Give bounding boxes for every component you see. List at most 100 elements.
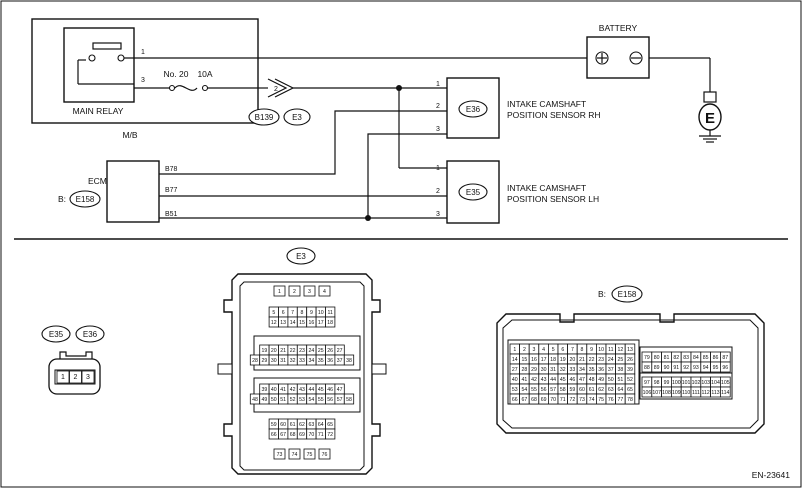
svg-text:12: 12 xyxy=(271,320,277,326)
e3-pin: 61 xyxy=(287,418,298,430)
e3-pin: 25 xyxy=(315,344,326,356)
e3-pin: 65 xyxy=(325,418,336,430)
e158-pin: 64 xyxy=(615,383,626,395)
e158-pin: 61 xyxy=(586,383,597,395)
svg-text:68: 68 xyxy=(531,397,537,403)
e158-pin: 19 xyxy=(557,353,569,365)
svg-text:88: 88 xyxy=(644,365,650,371)
e158-pin: 22 xyxy=(586,353,597,365)
e3-pin: 1 xyxy=(273,285,286,297)
e158-pin: 31 xyxy=(548,363,559,375)
e158-pin: 33 xyxy=(567,363,578,375)
svg-text:90: 90 xyxy=(664,365,670,371)
svg-text:43: 43 xyxy=(541,377,547,383)
svg-text:18: 18 xyxy=(550,357,556,363)
e3-pin: 8 xyxy=(296,306,308,318)
e158-pin: 76 xyxy=(605,393,617,405)
svg-text:74: 74 xyxy=(589,397,595,403)
e158-pin: 100 xyxy=(671,376,682,388)
e158-pin: 23 xyxy=(596,353,607,365)
e158-pin: 37 xyxy=(605,363,617,375)
svg-text:100: 100 xyxy=(672,380,681,386)
e3-pin: 6 xyxy=(278,306,289,318)
e158-pin: 5 xyxy=(548,343,559,355)
ground-symbol: E xyxy=(698,91,722,143)
fuse-rating: 10A xyxy=(197,69,212,79)
svg-text:46: 46 xyxy=(327,387,333,393)
svg-text:23: 23 xyxy=(598,357,604,363)
e3-pin: 63 xyxy=(306,418,317,430)
e158-pin: 108 xyxy=(661,386,672,398)
svg-text:11: 11 xyxy=(328,310,333,316)
e3-pin: 13 xyxy=(278,316,289,328)
svg-text:19: 19 xyxy=(560,357,566,363)
sensor-lh-pin1: 1 xyxy=(436,165,440,172)
e3-pin: 5 xyxy=(268,306,279,318)
e158-pin: 46 xyxy=(567,373,578,385)
mb-junction-box: MAIN RELAY M/B 1 3 xyxy=(31,18,259,140)
e3-pin: 48 xyxy=(249,393,261,405)
e3-pin: 68 xyxy=(287,428,298,440)
e158-pin: 8 xyxy=(576,343,588,355)
e3-pin: 37 xyxy=(334,354,345,366)
e158-pin: 86 xyxy=(710,351,721,363)
svg-text:32: 32 xyxy=(290,358,296,364)
svg-text:36: 36 xyxy=(598,367,604,373)
svg-text:71: 71 xyxy=(318,432,324,438)
e3-pin: 53 xyxy=(296,393,308,405)
sensor-lh-pin2: 2 xyxy=(436,188,440,195)
svg-text:29: 29 xyxy=(531,367,537,373)
e158-pin: 84 xyxy=(690,351,702,363)
svg-text:70: 70 xyxy=(550,397,556,403)
e3-pin: 29 xyxy=(259,354,270,366)
svg-text:34: 34 xyxy=(309,358,315,364)
svg-text:98: 98 xyxy=(654,380,660,386)
e158-pin: 21 xyxy=(576,353,588,365)
svg-text:72: 72 xyxy=(327,432,333,438)
e35-pin: 2 xyxy=(69,370,82,384)
svg-text:31: 31 xyxy=(280,358,286,364)
e158-pin: 25 xyxy=(615,353,626,365)
e158-pin: 41 xyxy=(519,373,530,385)
svg-text:20: 20 xyxy=(271,348,277,354)
svg-text:34: 34 xyxy=(579,367,585,373)
e158-pin: 51 xyxy=(615,373,626,385)
e158-pin: 38 xyxy=(615,363,626,375)
svg-text:89: 89 xyxy=(654,365,660,371)
svg-text:17: 17 xyxy=(541,357,547,363)
svg-text:4: 4 xyxy=(542,347,545,353)
e3-pin: 58 xyxy=(343,393,355,405)
e158-pin: 9 xyxy=(586,343,597,355)
svg-text:48: 48 xyxy=(589,377,595,383)
e158-pin: 111 xyxy=(690,386,702,398)
svg-text:60: 60 xyxy=(579,387,585,393)
svg-text:35: 35 xyxy=(589,367,595,373)
svg-text:3: 3 xyxy=(86,374,90,381)
e158-pin: 32 xyxy=(557,363,569,375)
svg-text:6: 6 xyxy=(561,347,564,353)
svg-text:1: 1 xyxy=(513,347,516,353)
e3-pin: 46 xyxy=(325,383,336,395)
e3-pin: 47 xyxy=(334,383,345,395)
svg-text:76: 76 xyxy=(322,452,328,458)
e3-pin: 20 xyxy=(268,344,279,356)
e3-pin: 3 xyxy=(303,285,316,297)
main-relay-label: MAIN RELAY xyxy=(73,106,124,116)
ecm-pin-b78: B78 xyxy=(165,166,178,173)
e158-pin: 52 xyxy=(624,373,636,385)
svg-text:27: 27 xyxy=(337,348,343,354)
sensor-rh-name-1: INTAKE CAMSHAFT xyxy=(507,99,586,109)
document-id: EN-23641 xyxy=(752,470,791,480)
e158-pin: 49 xyxy=(596,373,607,385)
e3-pin: 4 xyxy=(318,285,331,297)
svg-text:101: 101 xyxy=(682,380,691,386)
svg-text:54: 54 xyxy=(522,387,528,393)
svg-text:49: 49 xyxy=(262,397,268,403)
svg-text:78: 78 xyxy=(627,397,633,403)
e3-pin: 33 xyxy=(296,354,308,366)
svg-text:16: 16 xyxy=(309,320,315,326)
svg-text:86: 86 xyxy=(713,355,719,361)
